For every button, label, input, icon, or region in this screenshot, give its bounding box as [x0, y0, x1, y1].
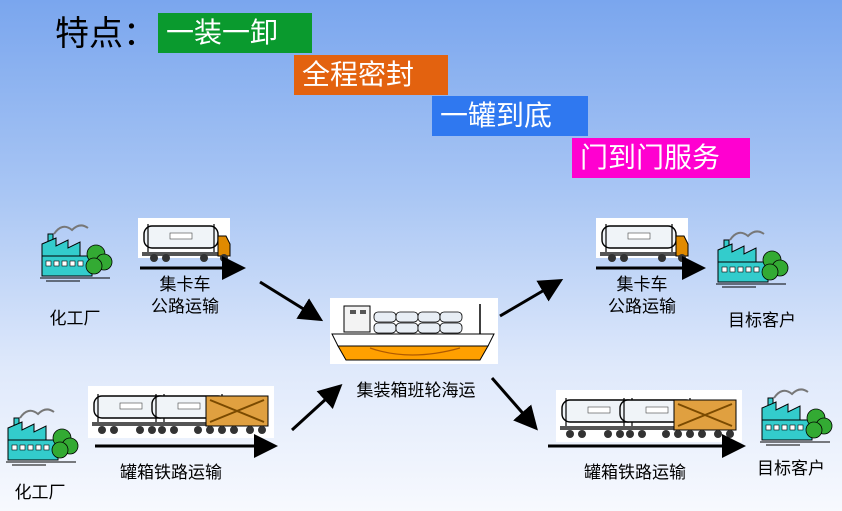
truck-label-line1-right: 集卡车 — [616, 275, 668, 295]
customer-label-top: 目标客户 — [728, 311, 796, 331]
page-title: 特点： — [55, 14, 157, 54]
chemical-plant-icon — [5, 408, 79, 466]
truck-label-line2-right: 公路运输 — [608, 297, 676, 317]
rail-label-left: 罐箱铁路运输 — [120, 463, 222, 483]
truck-icon — [138, 218, 231, 262]
arrow-from-ship-top — [499, 278, 564, 318]
factory-label-top: 化工厂 — [49, 309, 101, 329]
arrow-from-ship-bottom — [490, 377, 538, 431]
customer-plant-icon — [715, 230, 789, 288]
feature-tag-one-tank: 一罐到底 — [432, 96, 588, 136]
factory-label-bottom: 化工厂 — [14, 483, 66, 503]
train-icon — [556, 390, 742, 442]
arrow-to-ship-bottom — [290, 383, 343, 432]
chemical-plant-icon — [39, 224, 113, 282]
truck-label-line1-left: 集卡车 — [159, 275, 211, 295]
ship-label: 集装箱班轮海运 — [356, 381, 476, 401]
feature-tag-load-unload: 一装一卸 — [158, 13, 312, 53]
customer-plant-icon — [759, 388, 833, 446]
rail-label-right: 罐箱铁路运输 — [584, 463, 686, 483]
feature-tag-door-to-door: 门到门服务 — [572, 138, 750, 178]
truck-label-line2-left: 公路运输 — [151, 297, 219, 317]
truck-icon — [596, 218, 689, 262]
feature-tag-sealed: 全程密封 — [294, 55, 448, 95]
container-ship-icon — [330, 298, 498, 364]
customer-label-bottom: 目标客户 — [757, 459, 825, 479]
arrow-to-ship-top — [259, 280, 324, 322]
train-icon — [88, 386, 274, 438]
